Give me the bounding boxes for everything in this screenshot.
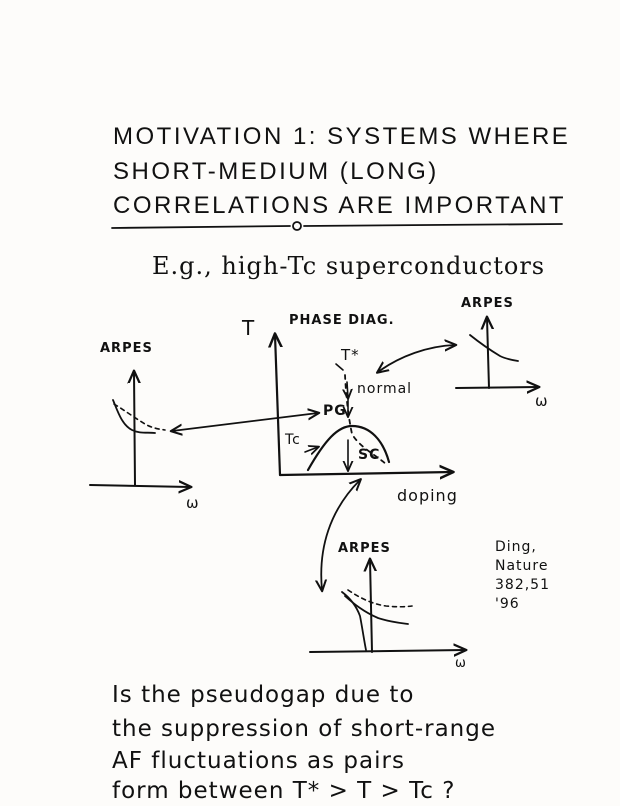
arrow-tstar-to-normal — [347, 381, 348, 398]
arrow-left-to-pg — [172, 413, 318, 431]
citation: Ding, Nature 382,51 '96 — [495, 539, 550, 612]
right-arpes-y-axis — [487, 318, 489, 389]
title-line-1: MOTIVATION 1: SYSTEMS WHERE — [113, 123, 571, 150]
title-underline — [111, 225, 291, 229]
subtitle: E.g., high-Tc superconductors — [152, 252, 546, 280]
left-arpes-y-axis — [134, 372, 135, 486]
question-line-4: form between T* > T > Tc ? — [112, 778, 456, 804]
title-line-2: SHORT-MEDIUM (LONG) — [113, 158, 439, 185]
normal-label: normal — [357, 381, 413, 397]
tc-pointer-arrow — [304, 447, 318, 452]
right-arpes-label: ARPES — [461, 296, 514, 311]
bottom-arpes-curve-sc — [341, 591, 367, 651]
bottom-arpes-axis-label: ω — [455, 656, 467, 671]
phase-y-axis — [275, 335, 280, 477]
question-line-1: Is the pseudogap due to — [112, 682, 415, 708]
pg-label: PG — [323, 403, 347, 419]
left-arpes-curve-solid — [112, 399, 156, 434]
question-line-2: the suppression of short-range — [112, 716, 496, 742]
left-arpes-x-axis — [89, 485, 190, 487]
phase-x-axis-label: doping — [397, 486, 458, 505]
bottom-arpes-label: ARPES — [338, 541, 391, 556]
arrow-right-to-normal — [378, 345, 455, 372]
tstar-label: T* — [341, 346, 360, 364]
question-line-3: AF fluctuations as pairs — [112, 748, 405, 774]
left-arpes-axis-label: ω — [186, 494, 200, 512]
right-arpes-curve — [469, 334, 519, 362]
left-arpes-label: ARPES — [100, 341, 153, 356]
bottom-arpes-y-axis — [370, 560, 372, 653]
title-underline-right — [303, 223, 563, 227]
bottom-arpes-x-axis — [309, 650, 465, 652]
title-underline-circle — [292, 221, 302, 231]
phase-diagram-title: PHASE DIAG. — [289, 313, 395, 328]
sc-label: SC — [358, 447, 381, 463]
right-arpes-x-axis — [455, 387, 538, 388]
bottom-arpes-curve-dashed — [347, 589, 413, 608]
tc-label: Tc — [285, 432, 301, 448]
sc-dome-curve — [306, 424, 391, 472]
arrow-sc-to-bottom — [321, 480, 360, 590]
bottom-arpes-curve-solid — [344, 595, 409, 625]
right-arpes-axis-label: ω — [535, 392, 549, 410]
phase-x-axis — [278, 472, 452, 475]
title-line-3: CORRELATIONS ARE IMPORTANT — [113, 192, 567, 219]
tstar-tick — [335, 363, 344, 371]
phase-y-axis-label: T — [242, 316, 256, 340]
left-arpes-curve-dashed — [113, 403, 166, 431]
